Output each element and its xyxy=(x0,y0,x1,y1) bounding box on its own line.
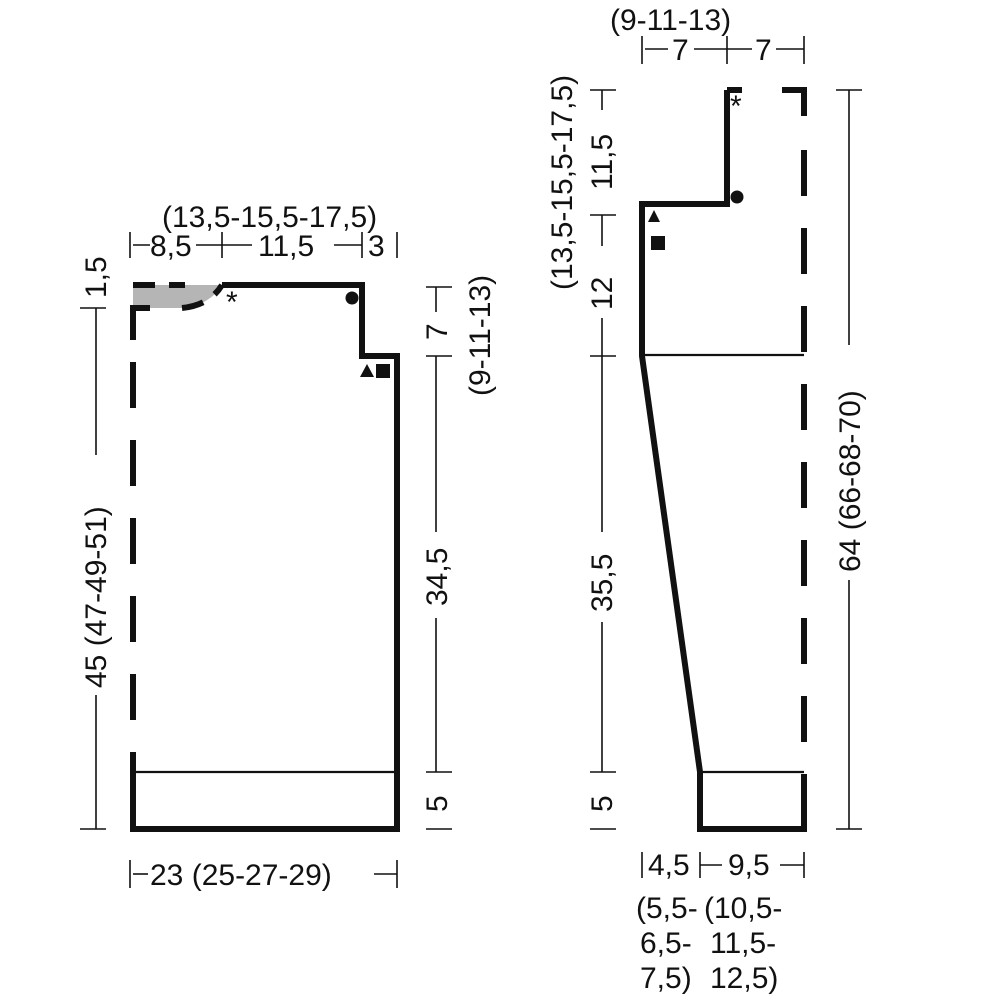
left-height-total: 45 (47-49-51) xyxy=(80,506,113,688)
left-armhole-sizes: (9-11-13) xyxy=(464,275,497,396)
left-top-corner xyxy=(130,305,150,340)
left-square-marker xyxy=(376,364,390,378)
neck-curve xyxy=(133,282,225,311)
right-total-height: 64 (66-68-70) xyxy=(834,390,867,572)
left-dot-marker xyxy=(345,291,359,305)
right-bottom-seg2-sizes-1: (10,5- xyxy=(704,892,782,925)
right-upper-sizes: (13,5-15,5-17,5) xyxy=(546,75,579,290)
left-top-seg3: 3 xyxy=(368,230,385,263)
right-top-sizes: (9-11-13) xyxy=(610,4,731,37)
left-armhole-depth: 7 xyxy=(421,323,454,340)
right-bottom-seg2-sizes-2: 11,5- xyxy=(710,927,776,960)
left-side-length: 34,5 xyxy=(421,548,454,606)
right-mid-vertical: 12 xyxy=(586,277,619,310)
neck-shading xyxy=(133,285,222,308)
right-top-seg2: 7 xyxy=(755,34,772,67)
left-height-top: 1,5 xyxy=(80,256,113,298)
right-square-marker xyxy=(651,236,665,250)
left-width: 23 (25-27-29) xyxy=(150,859,332,892)
left-piece: * (13,5-15,5-17,5) 8,5 11,5 3 1,5 45 (47… xyxy=(80,201,497,892)
right-piece: * (9-11-13) 7 7 (13,5-15,5-17,5) 11,5 12… xyxy=(546,4,867,995)
left-top-sizes: (13,5-15,5-17,5) xyxy=(162,201,377,234)
right-outline xyxy=(639,87,804,832)
right-bottom-seg2: 9,5 xyxy=(728,849,770,882)
right-top-seg1: 7 xyxy=(672,34,689,67)
left-rib-height: 5 xyxy=(421,795,454,812)
left-top-seg1: 8,5 xyxy=(150,230,192,263)
left-top-seg2: 11,5 xyxy=(258,230,314,263)
right-taper-length: 35,5 xyxy=(586,554,619,612)
right-bottom-seg1-sizes-2: 6,5- xyxy=(640,927,692,960)
right-dot-marker xyxy=(730,190,744,204)
left-outline-right xyxy=(133,282,400,832)
right-bottom-seg1: 4,5 xyxy=(648,849,690,882)
right-rib-height: 5 xyxy=(586,795,619,812)
left-triangle-marker xyxy=(360,364,374,377)
right-bottom-seg1-sizes-1: (5,5- xyxy=(636,892,698,925)
right-bottom-seg2-sizes-3: 12,5) xyxy=(710,962,778,995)
right-asterisk: * xyxy=(730,90,742,123)
left-asterisk: * xyxy=(226,286,238,319)
right-bottom-seg1-sizes-3: 7,5) xyxy=(640,962,692,995)
right-top-corner xyxy=(782,87,807,116)
right-triangle-marker xyxy=(648,210,660,222)
right-upper-value: 11,5 xyxy=(586,134,619,190)
